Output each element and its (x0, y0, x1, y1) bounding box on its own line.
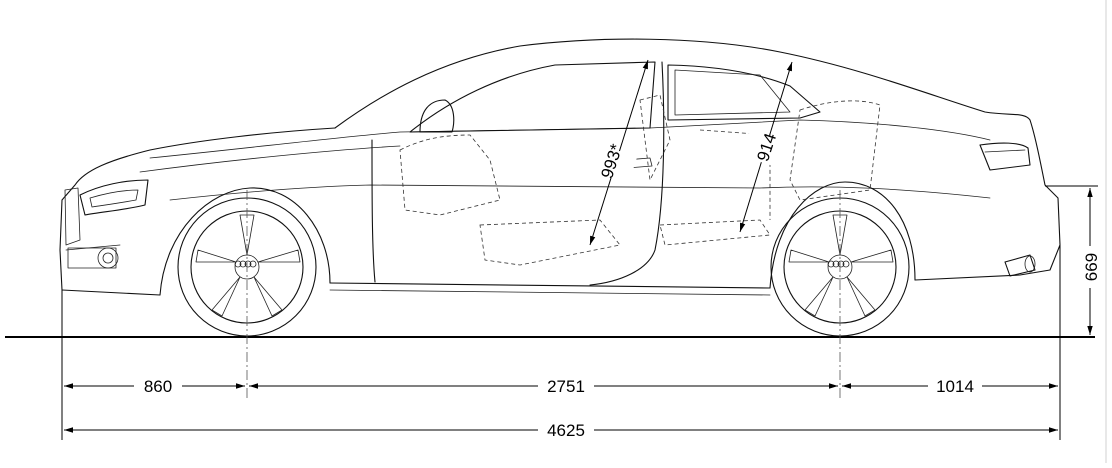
front-wheel-arch (159, 187, 331, 296)
overall-length-label: 4625 (547, 421, 585, 440)
front-overhang-label: 860 (144, 377, 172, 396)
tail-light (979, 142, 1031, 171)
rear-height-label: 669 (1082, 253, 1101, 281)
fog-light (67, 247, 119, 269)
exhaust (1004, 254, 1036, 277)
headlight (64, 179, 149, 251)
audi-rings-icon (234, 260, 850, 268)
rear-overhang-label: 1014 (936, 377, 974, 396)
side-mirror (419, 99, 455, 133)
wheelbase-label: 2751 (547, 377, 585, 396)
